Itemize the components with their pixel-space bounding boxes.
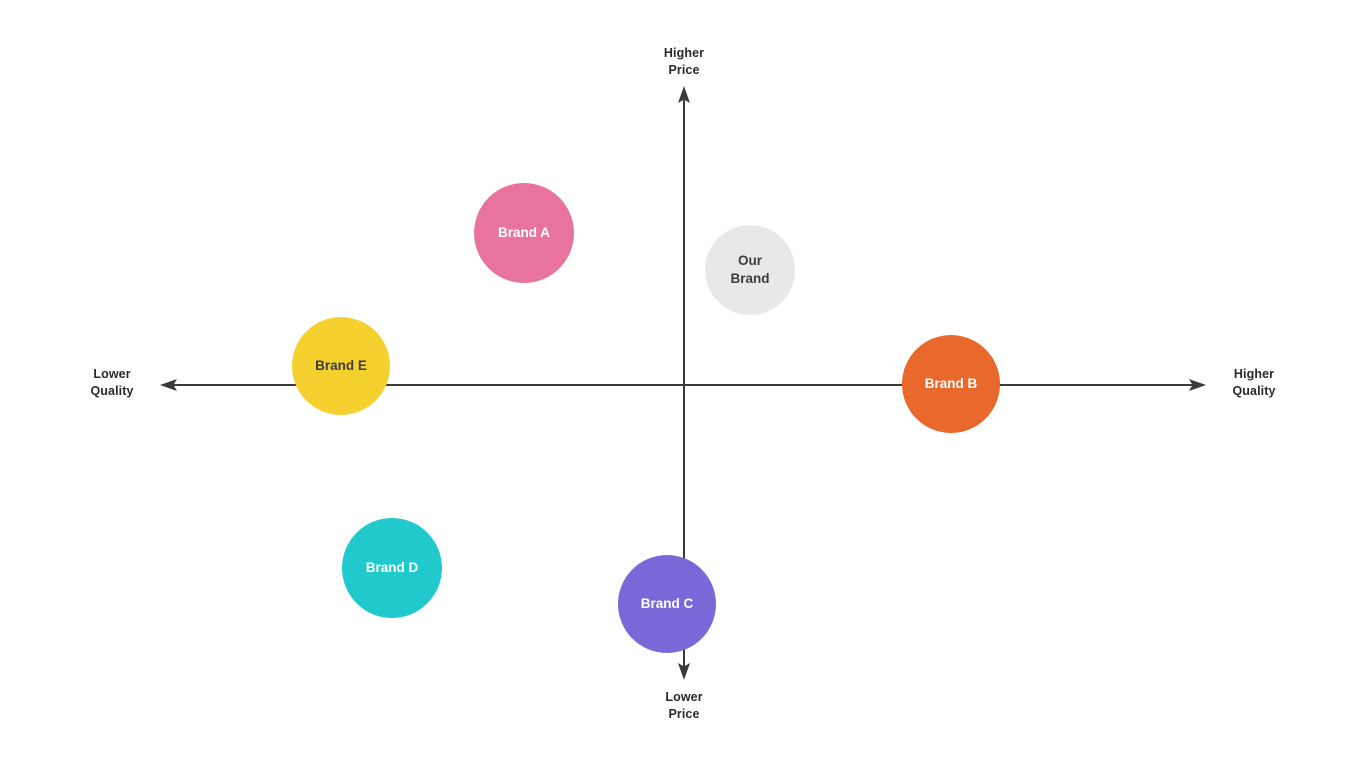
brand-bubble[interactable]: Brand B <box>902 335 1000 433</box>
brand-bubble-label: Brand A <box>497 225 550 241</box>
brand-bubble[interactable]: Brand E <box>292 317 390 415</box>
brand-bubble-label: Brand B <box>924 376 978 392</box>
arrow-up-icon <box>678 86 690 103</box>
brand-bubble-label: Brand E <box>315 358 367 374</box>
brand-bubble[interactable]: Brand A <box>474 183 574 283</box>
arrow-right-icon <box>1189 379 1206 391</box>
brand-bubble[interactable]: Brand C <box>618 555 716 653</box>
brand-bubble[interactable]: Our Brand <box>705 225 795 315</box>
axis-label-lower-price: Lower Price <box>665 690 703 722</box>
brand-bubble-label: Our Brand <box>730 253 770 286</box>
brand-bubble-label: Brand D <box>365 560 419 576</box>
axis-label-higher-quality: Higher Quality <box>1232 367 1276 399</box>
axis-label-lower-quality: Lower Quality <box>90 367 134 399</box>
arrow-left-icon <box>160 379 177 391</box>
brand-bubble-label: Brand C <box>640 596 694 612</box>
arrow-down-icon <box>678 663 690 680</box>
brand-bubble[interactable]: Brand D <box>342 518 442 618</box>
axis-label-higher-price: Higher Price <box>663 46 705 78</box>
